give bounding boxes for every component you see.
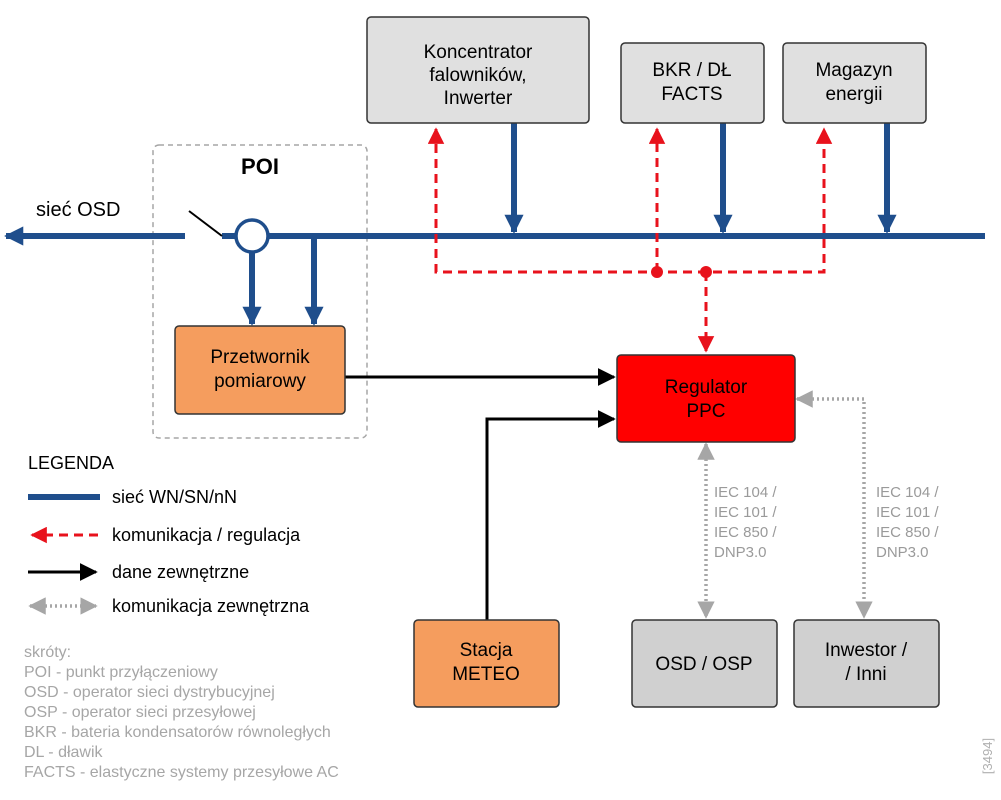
legend-label-control: komunikacja / regulacja [112, 525, 301, 545]
box-koncentrator: Koncentrator falowników, Inwerter [366, 16, 590, 124]
box-przetwornik: Przetwornik pomiarowy [174, 325, 346, 415]
protocol-right-4: DNP3.0 [876, 544, 929, 561]
protocol-left-2: IEC 101 / [714, 504, 777, 521]
protocol-right-3: IEC 850 / [876, 524, 939, 541]
meteo-line-1: Stacja [460, 640, 513, 661]
protocols-right: IEC 104 / IEC 101 / IEC 850 / DNP3.0 [876, 484, 939, 561]
current-transformer-symbol [234, 218, 270, 254]
regulator-line-2: PPC [686, 401, 725, 422]
abbr-dl: DL - dławik [24, 744, 104, 761]
switch-blade [188, 210, 223, 237]
legend-label-data: dane zewnętrzne [112, 562, 249, 582]
inwestor-line-2: / Inni [845, 664, 886, 685]
protocols-left: IEC 104 / IEC 101 / IEC 850 / DNP3.0 [714, 484, 777, 561]
meteo-line-2: METEO [452, 664, 520, 685]
abbr-poi: POI - punkt przyłączeniowy [24, 664, 218, 681]
inwestor-line-1: Inwestor / [825, 640, 908, 661]
protocol-right-2: IEC 101 / [876, 504, 939, 521]
legend-label-grid: sieć WN/SN/nN [112, 487, 237, 507]
box-meteo: Stacja METEO [413, 619, 560, 708]
box-bkr-facts: BKR / DŁ FACTS [620, 42, 765, 124]
poi-label: POI [241, 154, 279, 179]
abbreviations: skróty: POI - punkt przyłączeniowy OSD -… [24, 644, 339, 781]
figure-id: [3494] [980, 738, 995, 774]
koncentrator-line-3: Inwerter [444, 88, 513, 109]
osd-line-1: OSD / OSP [655, 654, 752, 675]
protocol-left-1: IEC 104 / [714, 484, 777, 501]
magazyn-line-2: energii [825, 84, 882, 105]
abbr-osd: OSD - operator sieci dystrybucyjnej [24, 684, 275, 701]
grid-label: sieć OSD [36, 199, 120, 221]
protocol-left-3: IEC 850 / [714, 524, 777, 541]
control-node-left [651, 266, 663, 278]
abbr-title: skróty: [24, 644, 71, 661]
koncentrator-line-2: falowników, [429, 65, 526, 86]
bkr-line-1: BKR / DŁ [652, 60, 731, 81]
protocol-left-4: DNP3.0 [714, 544, 767, 561]
koncentrator-line-1: Koncentrator [424, 42, 533, 63]
poi-region [152, 144, 368, 439]
abbr-bkr: BKR - bateria kondensatorów równoległych [24, 724, 331, 741]
regulator-line-1: Regulator [665, 377, 748, 398]
box-magazyn: Magazyn energii [782, 42, 927, 124]
control-network [427, 127, 833, 353]
przetwornik-line-2: pomiarowy [214, 371, 306, 392]
magazyn-line-1: Magazyn [815, 60, 892, 81]
przetwornik-line-1: Przetwornik [210, 347, 310, 368]
box-osd-osp: OSD / OSP [631, 619, 778, 708]
abbr-osp: OSP - operator sieci przesyłowej [24, 704, 256, 721]
legend: LEGENDA sieć WN/SN/nN komunikacja / regu… [28, 453, 310, 616]
ext-regulator-inwestor [795, 390, 873, 619]
data-meteo-to-regulator [485, 410, 616, 620]
box-regulator-ppc: Regulator PPC [616, 354, 796, 443]
protocol-right-1: IEC 104 / [876, 484, 939, 501]
control-node-right [700, 266, 712, 278]
bkr-line-2: FACTS [661, 84, 722, 105]
abbr-facts: FACTS - elastyczne systemy przesyłowe AC [24, 764, 339, 781]
box-inwestor: Inwestor / / Inni [793, 619, 940, 708]
legend-title: LEGENDA [28, 453, 114, 473]
legend-label-external: komunikacja zewnętrzna [112, 596, 310, 616]
